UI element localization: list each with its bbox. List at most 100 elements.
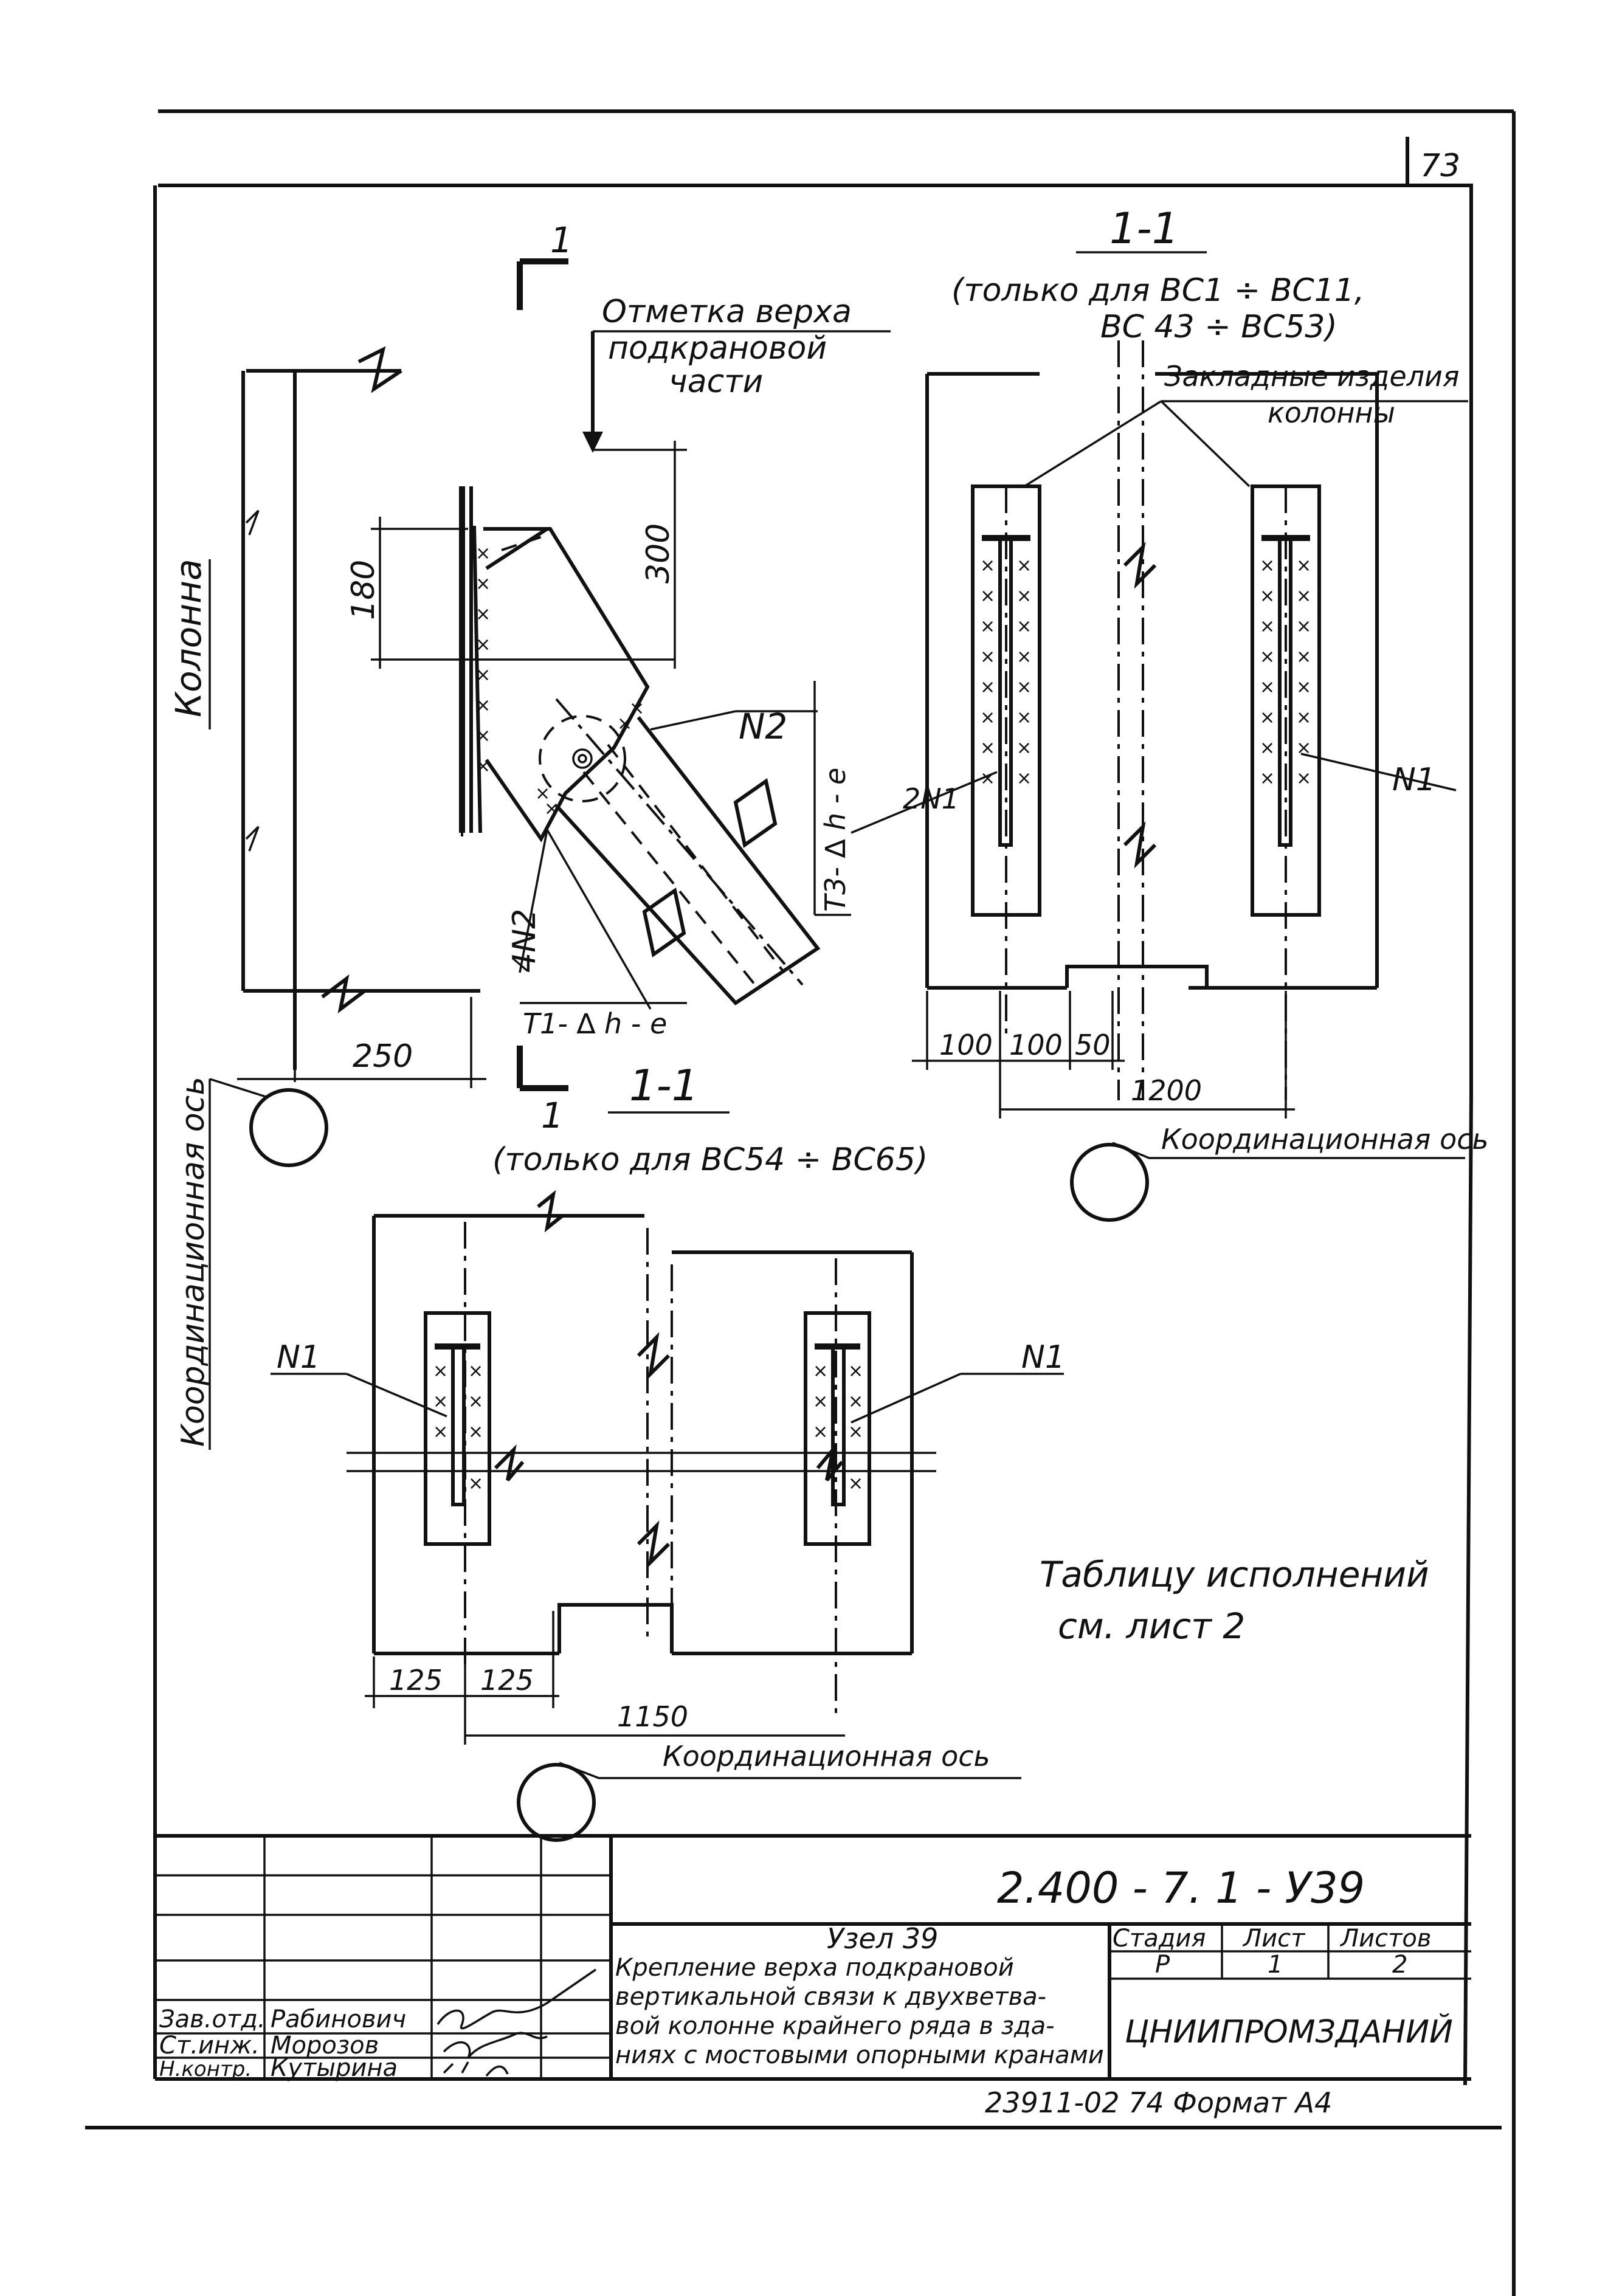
svg-text:×: × [980,585,995,607]
svg-text:×: × [1296,585,1311,607]
svg-text:×: × [475,756,491,777]
svg-text:×: × [1296,677,1311,698]
left-axis-label: Координационная ось [175,1077,212,1447]
top-view: 1 1 Отметка верха подкрановой части Коло… [168,219,891,1450]
sig-name-2: Морозов [271,2032,379,2060]
svg-text:×: × [1260,616,1275,637]
dim-125a: 125 [389,1664,443,1697]
svg-text:×: × [1296,768,1311,789]
svg-text:×: × [1260,737,1275,759]
sig-role-2: Ст.инж. [159,2032,260,2060]
svg-text:×: × [433,1391,448,1412]
svg-text:×: × [475,573,491,595]
sheet-header: Лист [1242,1925,1306,1953]
dim-100a: 100 [939,1029,993,1061]
svg-text:×: × [1260,555,1275,576]
signature-1 [437,1968,596,2030]
section-bottom: 1-1 (только для ВС54 ÷ ВС65) ×× ×× ×× × [271,1061,1065,1842]
svg-text:×: × [1016,707,1032,728]
svg-text:×: × [535,783,550,804]
section-mark-top: 1 [550,219,573,261]
dim-250: 250 [353,1038,413,1075]
part-n1-right-label: N1 [1392,762,1436,798]
signature-2 [443,2032,548,2059]
svg-text:×: × [980,555,995,576]
weld-marks-right-left: ×× ×× ×× ×× ×× ×× ×× ×× [980,555,1032,789]
svg-text:×: × [1016,646,1032,667]
elevation-label: Отметка верха подкрановой части [602,294,861,400]
svg-text:×: × [980,677,995,698]
part-4n2-label: 4N2 [506,909,543,973]
svg-text:×: × [1260,585,1275,607]
svg-text:×: × [980,616,995,637]
svg-text:×: × [848,1391,863,1412]
svg-text:×: × [617,713,632,734]
svg-text:×: × [813,1421,828,1443]
part-n2-label: N2 [739,706,787,747]
dim-100b: 100 [1009,1029,1063,1061]
svg-text:×: × [433,1421,448,1443]
svg-text:×: × [1260,677,1275,698]
svg-text:×: × [1260,707,1275,728]
svg-text:×: × [848,1360,863,1382]
svg-text:×: × [475,543,491,564]
svg-text:×: × [813,1360,828,1382]
organization: ЦНИИПРОМЗДАНИЙ [1125,2013,1453,2050]
weld-marks-top: ×× ×× ×× ×× [475,543,491,777]
section-mark-bottom: 1 [541,1095,564,1136]
svg-text:×: × [1296,646,1311,667]
title-block: Зав.отд. Рабинович Ст.инж. Морозов Н.кон… [155,1834,1471,2082]
sheet-frame: 73 [85,109,1516,2296]
svg-text:×: × [848,1473,863,1494]
svg-text:×: × [1016,737,1032,759]
dim-1150: 1150 [617,1700,688,1733]
svg-text:×: × [848,1421,863,1443]
svg-text:×: × [475,695,491,716]
signature-3 [443,2061,509,2077]
sheets-header: Листов [1339,1925,1431,1953]
dim-125b: 125 [480,1664,534,1697]
sheet-number: 73 [1420,148,1460,184]
bottom-axis-label: Координационная ось [663,1740,990,1773]
sig-role-3: Н.контр. [159,2057,252,2081]
section-right-title: 1-1 [1109,204,1179,253]
svg-text:×: × [468,1473,483,1494]
svg-text:×: × [1260,768,1275,789]
svg-text:×: × [1296,707,1311,728]
dim-1200: 1200 [1131,1074,1202,1107]
svg-text:×: × [1016,616,1032,637]
table-note-text: Таблицу исполнений см. лист 2 [1040,1554,1440,1647]
weld-marks-right-right: ×× ×× ×× ×× ×× ×× ×× ×× [1260,555,1311,789]
stage-value: Р [1155,1951,1170,1979]
embedded-parts-label: Закладные изделия колонны [1164,360,1468,429]
svg-text:×: × [1016,768,1032,789]
svg-text:×: × [544,798,559,819]
svg-text:×: × [468,1391,483,1412]
part-2n1-label: 2N1 [903,782,959,815]
svg-text:×: × [629,698,644,719]
weld-t1-label: Т1- ∆ h - e [523,1007,667,1040]
svg-text:×: × [433,1360,448,1382]
svg-text:×: × [1296,555,1311,576]
svg-text:×: × [468,1421,483,1443]
svg-text:×: × [813,1391,828,1412]
dim-180: 180 [345,560,382,620]
svg-text:×: × [1016,677,1032,698]
sig-name-3: Кутырина [271,2054,398,2082]
node-title: Узел 39 [827,1922,938,1955]
part-n1-left-label: N1 [277,1339,320,1376]
footer-text: 23911-02 74 Формат А4 [985,2086,1332,2119]
svg-text:×: × [475,604,491,625]
svg-text:×: × [1260,646,1275,667]
svg-text:×: × [1296,616,1311,637]
svg-text:×: × [475,725,491,746]
node-description: Крепление верха подкрановой вертикальной… [615,1954,1104,2069]
right-axis-label: Координационная ось [1161,1123,1489,1156]
stage-header: Стадия [1113,1925,1206,1953]
section-right-note: (только для ВС1 ÷ ВС11, ВС 43 ÷ ВС53) [951,272,1375,345]
svg-text:×: × [475,664,491,686]
section-right: 1-1 (только для ВС1 ÷ ВС11, ВС 43 ÷ ВС53… [851,204,1489,1222]
sig-role-1: Зав.отд. [159,2005,266,2033]
sheets-value: 2 [1392,1951,1407,1979]
